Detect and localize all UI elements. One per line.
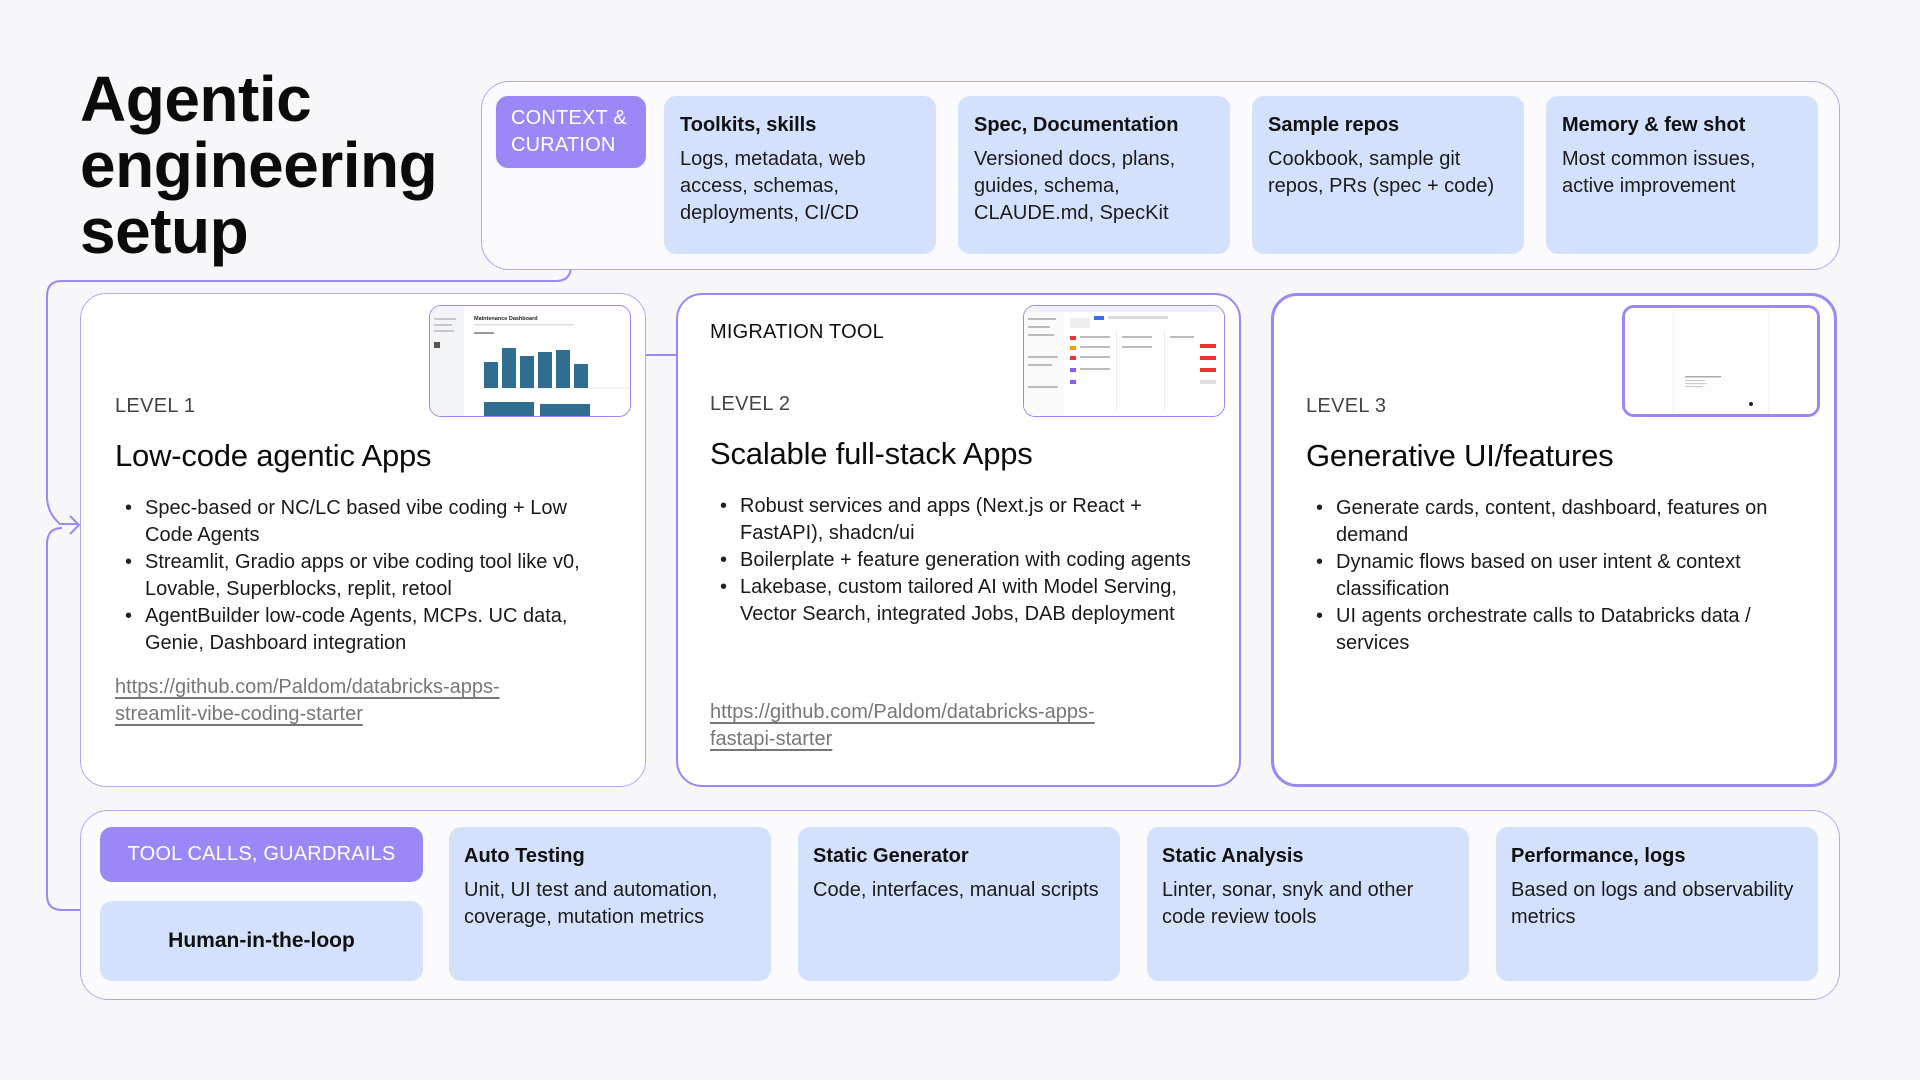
title-line-2: engineering <box>80 129 438 201</box>
card-title: Toolkits, skills <box>680 114 817 136</box>
card-body: Unit, UI test and automation, coverage, … <box>464 879 718 928</box>
card-title: Spec, Documentation <box>974 114 1179 136</box>
level-1-title: Low-code agentic Apps <box>115 438 432 473</box>
context-connector <box>46 168 572 525</box>
level-3-tag: LEVEL 3 <box>1306 395 1387 417</box>
thumbnail-title: Maintenance Dashboard <box>474 316 538 322</box>
bullet-item: Robust services and apps (Next.js or Rea… <box>710 493 1210 547</box>
link-line: fastapi-starter <box>710 728 833 750</box>
context-arrowhead <box>69 515 81 535</box>
bullet-item: AgentBuilder low-code Agents, MCPs. UC d… <box>115 603 615 657</box>
bullet-item: Streamlit, Gradio apps or vibe coding to… <box>115 549 615 603</box>
bullet-item: UI agents orchestrate calls to Databrick… <box>1306 603 1806 657</box>
level-2-link[interactable]: https://github.com/Paldom/databricks-app… <box>710 699 1190 753</box>
link-line: streamlit-vibe-coding-starter <box>115 703 363 725</box>
card-body: Code, interfaces, manual scripts <box>813 879 1099 901</box>
card-body: Based on logs and observability metrics <box>1511 879 1794 928</box>
card-body: Most common issues, active improvement <box>1562 148 1756 197</box>
bullet-item: Spec-based or NC/LC based vibe coding + … <box>115 495 615 549</box>
migration-tool-label: MIGRATION TOOL <box>710 321 884 343</box>
level-3-bullets: Generate cards, content, dashboard, feat… <box>1306 495 1806 657</box>
level-2-screenshot-thumbnail <box>1023 305 1225 417</box>
level-1-link[interactable]: https://github.com/Paldom/databricks-app… <box>115 674 595 728</box>
title-line-1: Agentic <box>80 63 312 135</box>
card-title: Static Generator <box>813 845 969 867</box>
card-title: Performance, logs <box>1511 845 1686 867</box>
tool-card-auto-testing: Auto Testing Unit, UI test and automatio… <box>449 827 771 981</box>
level-3-screenshot-thumbnail <box>1622 305 1820 417</box>
title-line-3: setup <box>80 195 249 267</box>
context-card-memory: Memory & few shot Most common issues, ac… <box>1546 96 1818 254</box>
level-1-bullets: Spec-based or NC/LC based vibe coding + … <box>115 495 615 657</box>
context-card-spec: Spec, Documentation Versioned docs, plan… <box>958 96 1230 254</box>
tools-pill: TOOL CALLS, GUARDRAILS <box>100 827 423 882</box>
card-body: Cookbook, sample git repos, PRs (spec + … <box>1268 148 1495 197</box>
level-1-tag: LEVEL 1 <box>115 395 196 417</box>
bullet-item: Boilerplate + feature generation with co… <box>710 547 1210 574</box>
tool-card-static-analysis: Static Analysis Linter, sonar, snyk and … <box>1147 827 1469 981</box>
card-title: Memory & few shot <box>1562 114 1746 136</box>
link-line: https://github.com/Paldom/databricks-app… <box>710 701 1095 723</box>
card-title: Auto Testing <box>464 845 585 867</box>
page-title: Agentic engineering setup <box>80 66 480 264</box>
dashboard-preview-image: Maintenance Dashboard <box>430 306 630 416</box>
tools-connector <box>46 527 80 911</box>
generative-ui-preview-image <box>1625 308 1817 414</box>
link-line: https://github.com/Paldom/databricks-app… <box>115 676 500 698</box>
bullet-item: Lakebase, custom tailored AI with Model … <box>710 574 1210 628</box>
context-card-toolkits: Toolkits, skills Logs, metadata, web acc… <box>664 96 936 254</box>
bullet-item: Generate cards, content, dashboard, feat… <box>1306 495 1806 549</box>
level-2-bullets: Robust services and apps (Next.js or Rea… <box>710 493 1210 628</box>
human-in-the-loop-card: Human-in-the-loop <box>100 901 423 981</box>
bullet-item: Dynamic flows based on user intent & con… <box>1306 549 1806 603</box>
tool-card-static-generator: Static Generator Code, interfaces, manua… <box>798 827 1120 981</box>
card-body: Linter, sonar, snyk and other code revie… <box>1162 879 1414 928</box>
card-title: Sample repos <box>1268 114 1400 136</box>
level-1-screenshot-thumbnail: Maintenance Dashboard <box>429 305 631 417</box>
level-3-title: Generative UI/features <box>1306 438 1614 473</box>
context-card-sample-repos: Sample repos Cookbook, sample git repos,… <box>1252 96 1524 254</box>
card-body: Versioned docs, plans, guides, schema, C… <box>974 148 1176 224</box>
context-pill: CONTEXT & CURATION <box>496 96 646 168</box>
level-2-tag: LEVEL 2 <box>710 393 791 415</box>
card-body: Logs, metadata, web access, schemas, dep… <box>680 148 866 224</box>
app-preview-image <box>1024 306 1224 416</box>
tool-card-performance: Performance, logs Based on logs and obse… <box>1496 827 1818 981</box>
card-title: Static Analysis <box>1162 845 1304 867</box>
level-2-title: Scalable full-stack Apps <box>710 436 1033 471</box>
